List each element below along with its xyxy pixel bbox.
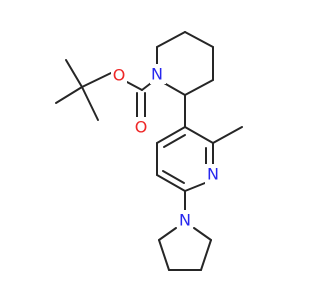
bond-pip-c4-c5 [184,31,214,48]
atom-symbol-n-pyrrolidine: N [179,211,191,230]
bond-tbu-methyl-top [65,59,83,88]
bond-tbu-methyl-left [55,86,83,104]
pyridine-ring [156,126,243,211]
atom-label-n-pyridine: N [205,164,221,184]
bond-pip-c2-c3 [184,79,214,96]
tert-butyl-group [55,59,112,121]
bond-pyr-c3-c2 [184,126,214,144]
bond-oxygen-carbonyl-carbon [126,81,143,91]
bond-tbu-methyl-bottom [81,86,99,121]
bond-pyrr-c4-c5 [158,239,170,271]
bond-pyrr-c5-n [158,227,177,241]
bond-pyr-c6-c5-inner [162,170,185,184]
bond-pyr-n-c6 [184,182,206,192]
atom-label-o-carbonyl: O [133,117,149,137]
pyrrolidine-ring [158,227,212,271]
bond-tbu-oxygen [81,72,112,88]
atom-symbol-o-carbonyl: O [135,118,148,137]
bond-pip-c5-c6 [156,31,186,48]
atom-label-o-ester: O [111,65,127,85]
piperidine-ring [156,31,214,128]
bond-pyrr-c2-c3 [200,239,212,271]
bond-pip-n-c2 [163,82,186,96]
atom-symbol-o-ester: O [113,66,126,85]
bond-pyridine-methyl [212,126,243,144]
bond-pyr-c4-c3-inner [163,134,186,148]
chemical-structure-diagram: O O N N N [55,31,243,271]
atom-symbol-n-pyridine: N [207,165,219,184]
bond-pyr-c6-c5 [156,174,186,192]
atom-label-n-pyrrolidine: N [177,210,193,230]
bond-pyr-c4-c3 [156,126,186,144]
atom-symbol-n-piperidine: N [151,65,163,84]
atom-label-n-piperidine: N [150,64,166,84]
carbamate-group [126,79,156,118]
bond-pyrr-n-c2 [193,227,212,241]
